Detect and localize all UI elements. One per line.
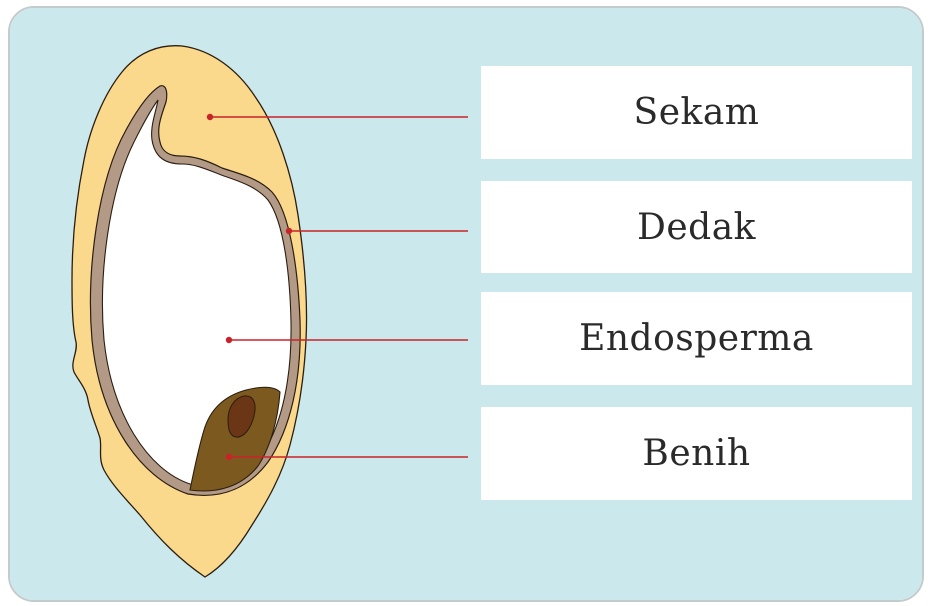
rice-grain-cross-section-icon (72, 46, 307, 577)
leader-dot-seed (226, 454, 232, 460)
label-endosperm: Endosperma (481, 292, 912, 385)
leader-dot-husk (207, 114, 213, 120)
label-bran: Dedak (481, 181, 912, 273)
leader-dot-bran (286, 228, 292, 234)
leader-dot-endosperm (226, 337, 232, 343)
label-husk: Sekam (481, 66, 912, 159)
label-seed: Benih (481, 407, 912, 500)
